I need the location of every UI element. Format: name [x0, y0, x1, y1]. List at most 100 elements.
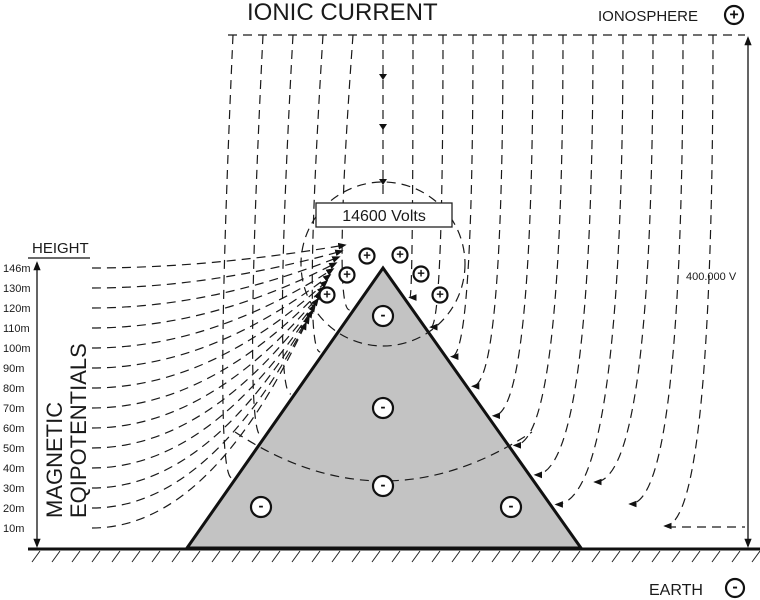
height-tick: 146m — [3, 263, 31, 275]
equipotential-line — [91, 279, 329, 389]
svg-text:+: + — [436, 287, 444, 302]
equipotential-line — [91, 291, 323, 429]
field-line-right — [470, 34, 504, 390]
equipotential-line — [91, 321, 307, 529]
hatch-mark — [471, 550, 481, 563]
equipotential-line — [91, 262, 338, 329]
hatch-mark — [271, 550, 281, 563]
height-tick: 40m — [3, 463, 24, 475]
charges: + + + + + + - - - - - — [249, 246, 523, 519]
equipotential-line — [91, 297, 319, 449]
field-line-right — [663, 34, 714, 530]
svg-text:-: - — [259, 498, 264, 515]
equipotential-line — [91, 268, 335, 349]
plus-charge-icon: + — [358, 247, 376, 265]
field-line-left — [281, 34, 294, 395]
hatch-mark — [551, 550, 561, 563]
hatch-mark — [351, 550, 361, 563]
svg-text:+: + — [396, 247, 404, 262]
svg-text:+: + — [417, 266, 425, 281]
hatch-mark — [651, 550, 661, 563]
ionosphere-plus-icon: + — [723, 4, 745, 26]
earth-minus-icon: - — [724, 577, 746, 599]
total-voltage-label: 400.000 V — [686, 271, 737, 283]
height-tick: 80m — [3, 383, 24, 395]
field-line-left — [311, 34, 324, 353]
equipotential-line — [91, 315, 310, 509]
field-line-right — [554, 34, 624, 508]
ground-hatching — [31, 550, 760, 563]
hatch-mark — [391, 550, 401, 563]
hatch-mark — [631, 550, 641, 563]
height-tick: 100m — [3, 343, 31, 355]
height-ticks: 146m130m120m110m100m90m80m70m60m50m40m30… — [3, 263, 31, 535]
equipotential-line — [91, 256, 341, 309]
height-tick: 20m — [3, 503, 24, 515]
equipotential-line — [91, 303, 316, 469]
arrowhead — [379, 74, 387, 80]
field-line-left — [222, 34, 234, 479]
height-tick: 130m — [3, 283, 31, 295]
svg-text:-: - — [381, 399, 386, 416]
hatch-mark — [711, 550, 721, 563]
hatch-mark — [371, 550, 381, 563]
minus-charge-icon: - — [249, 495, 273, 519]
hatch-mark — [31, 550, 41, 563]
plus-charge-icon: + — [318, 286, 336, 304]
hatch-mark — [691, 550, 701, 563]
svg-text:-: - — [381, 477, 386, 494]
earth-label: EARTH — [649, 582, 703, 599]
hatch-mark — [571, 550, 581, 563]
hatch-mark — [191, 550, 201, 563]
side-label-line1: MAGNETIC — [42, 402, 67, 518]
apex-voltage-label: 14600 Volts — [342, 208, 426, 225]
field-line-right — [450, 34, 474, 360]
hatch-mark — [51, 550, 61, 563]
minus-charge-icon: - — [371, 304, 395, 328]
hatch-mark — [111, 550, 121, 563]
hatch-mark — [331, 550, 341, 563]
svg-text:+: + — [363, 248, 371, 263]
svg-text:-: - — [381, 307, 386, 324]
equipotential-line — [91, 242, 347, 269]
arrowhead — [379, 179, 387, 185]
svg-text:-: - — [732, 579, 737, 596]
minus-charge-icon: - — [499, 495, 523, 519]
height-tick: 70m — [3, 403, 24, 415]
field-line-right — [593, 34, 654, 486]
field-line-right — [628, 34, 684, 508]
equipotential-line — [91, 309, 313, 489]
hatch-mark — [311, 550, 321, 563]
hatch-mark — [411, 550, 421, 563]
field-line-right — [408, 34, 417, 301]
height-tick: 110m — [3, 323, 30, 335]
height-tick: 50m — [3, 443, 24, 455]
field-lines — [91, 34, 745, 530]
equipotential-line — [91, 249, 344, 289]
field-line-left — [251, 34, 264, 437]
minus-charge-icon: - — [371, 474, 395, 498]
hatch-mark — [211, 550, 221, 563]
height-tick: 10m — [3, 523, 24, 535]
hatch-mark — [511, 550, 521, 563]
side-label-line2: EQIPOTENTIALS — [66, 343, 91, 518]
equipotential-line — [91, 285, 326, 409]
svg-text:+: + — [729, 7, 738, 24]
apex-equipotential-circle — [300, 181, 466, 347]
hatch-mark — [171, 550, 181, 563]
minus-charge-icon: - — [371, 396, 395, 420]
hatch-mark — [431, 550, 441, 563]
plus-charge-icon: + — [338, 266, 356, 284]
field-line-right — [429, 34, 444, 331]
height-tick: 60m — [3, 423, 24, 435]
ionosphere-label: IONOSPHERE — [598, 8, 698, 25]
hatch-mark — [671, 550, 681, 563]
height-tick: 120m — [3, 303, 31, 315]
arrowhead — [379, 124, 387, 130]
height-tick: 30m — [3, 483, 24, 495]
hatch-mark — [611, 550, 621, 563]
hatch-mark — [751, 550, 760, 563]
svg-text:+: + — [343, 267, 351, 282]
hatch-mark — [731, 550, 741, 563]
